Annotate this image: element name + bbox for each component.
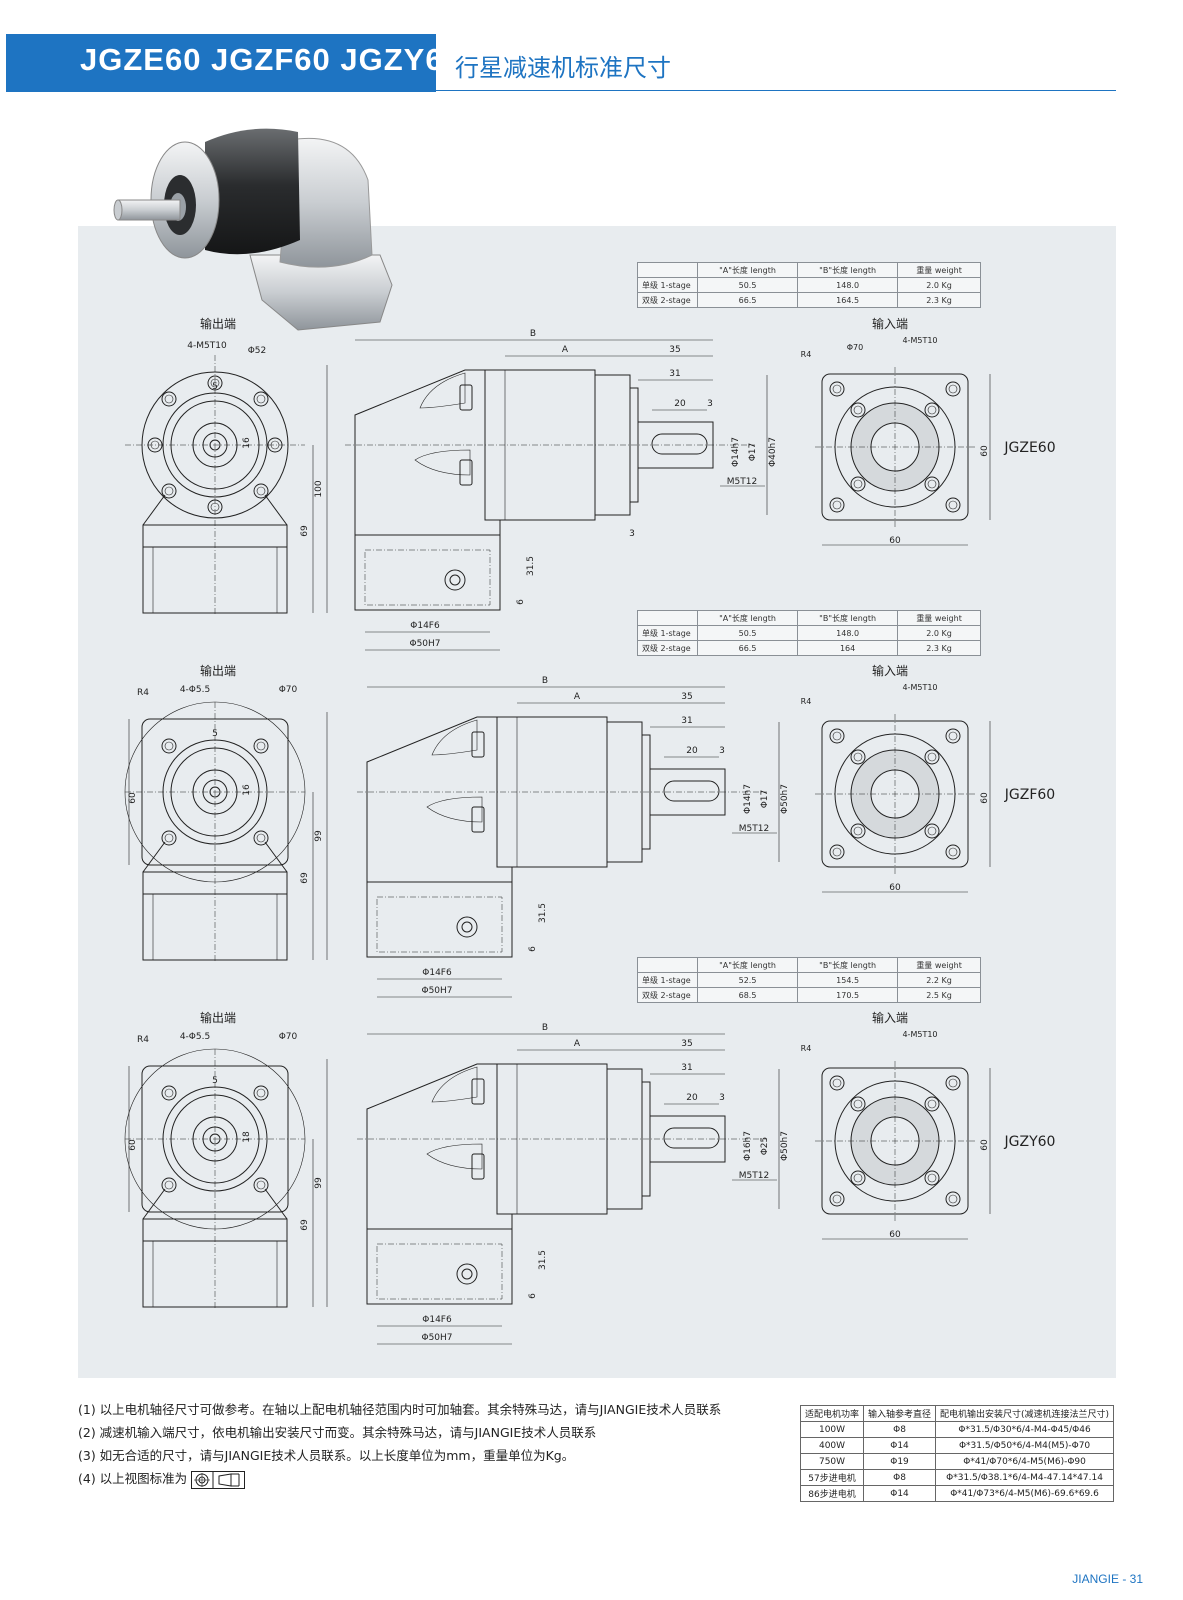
col-a-header: "A"长度 length [696,610,799,626]
page-title: JGZE60 JGZF60 JGZY60 [80,42,462,77]
header-band [6,34,436,92]
drawing-panel [78,226,1116,1378]
col-w-header: 重量 weight [897,957,981,973]
col-b-header: "B"长度 length [797,610,899,626]
motor-col-power: 适配电机功率 [799,1405,865,1422]
note-4: (4) 以上视图标准为 [78,1467,778,1490]
col-w-header: 重量 weight [897,610,981,626]
footer-brand: JIANGIE [1072,1572,1119,1586]
motor-compat-table: 适配电机功率 输入轴参考直径 配电机输出安装尺寸(减速机连接法兰尺寸) 100W… [799,1405,1115,1502]
col-w-header: 重量 weight [897,262,981,278]
col-a-header: "A"长度 length [696,957,799,973]
note-2: (2) 减速机输入端尺寸，依电机输出安装尺寸而变。其余特殊马达，请与JIANGI… [78,1425,597,1440]
page-footer: JIANGIE - 31 [1072,1572,1143,1586]
header-rule [436,90,1116,91]
col-b-header: "B"长度 length [797,957,899,973]
page-subtitle: 行星减速机标准尺寸 [455,54,671,82]
third-angle-projection-icon [191,1470,246,1489]
motor-col-flange: 配电机输出安装尺寸(减速机连接法兰尺寸) [935,1405,1115,1422]
page-number: - 31 [1122,1572,1143,1586]
note-1: (1) 以上电机轴径尺寸可做参考。在轴以上配电机轴径范围内时可加轴套。其余特殊马… [78,1402,722,1417]
notes: (1) 以上电机轴径尺寸可做参考。在轴以上配电机轴径范围内时可加轴套。其余特殊马… [78,1398,778,1490]
note-3: (3) 如无合适的尺寸，请与JIANGIE技术人员联系。以上长度单位为mm，重量… [78,1448,575,1463]
col-a-header: "A"长度 length [696,262,799,278]
col-b-header: "B"长度 length [797,262,899,278]
motor-col-shaft: 输入轴参考直径 [863,1405,937,1422]
